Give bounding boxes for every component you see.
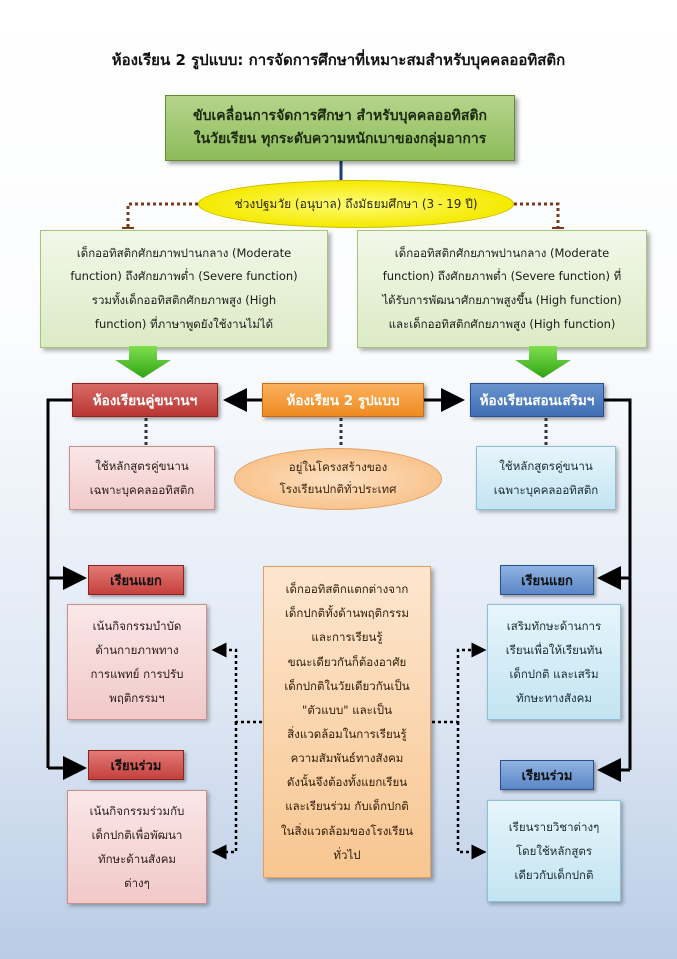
left-inclusive-line: ทักษะด้านสังคม — [97, 852, 176, 866]
left-separate-line: การแพทย์ การปรับ — [90, 667, 184, 681]
right-group-line: function) ถึงศักยภาพต่ำ (Severe function… — [382, 269, 622, 284]
right-separate-line: เสริมทักษะด้านการ — [506, 618, 602, 633]
left-inclusive-line: ต่างๆ — [124, 876, 150, 891]
page-title: ห้องเรียน 2 รูปแบบ: การจัดการศึกษาที่เหม… — [111, 51, 566, 69]
school-structure-line2: โรงเรียนปกติทั่วประเทศ — [279, 482, 397, 496]
center-explanation-line: และเรียนร่วม กับเด็กปกติ — [285, 799, 409, 814]
right-inclusive-tab: เรียนร่วม — [500, 760, 594, 790]
left-inclusive-tab: เรียนร่วม — [88, 750, 184, 780]
header-parallel-class: ห้องเรียนคู่ขนานฯ — [72, 383, 218, 417]
right-curriculum-box: ใช้หลักสูตรคู่ขนาน เฉพาะบุคคลออทิสติก — [476, 446, 616, 510]
left-curriculum-line2: เฉพาะบุคคลออทิสติก — [89, 483, 195, 497]
header-supplementary-class: ห้องเรียนสอนเสริมฯ — [470, 383, 604, 417]
right-separate-line: เรียนเพื่อให้เรียนทัน — [505, 642, 603, 657]
left-group-line: เด็กออทิสติกศักยภาพปานกลาง (Moderate — [76, 245, 292, 260]
left-separate-box: เน้นกิจกรรมบำบัด ด้านกายภาพทาง การแพทย์ … — [67, 604, 207, 720]
school-structure-line1: อยู่ในโครงสร้างของ — [288, 460, 388, 475]
center-explanation-panel: เด็กออทิสติกแตกต่างจาก เด็กปกติทั้งด้านพ… — [263, 566, 431, 878]
right-separate-line: ทักษะทางสังคม — [516, 691, 592, 706]
left-inclusive-line: เด็กปกติเพื่อพัฒนา — [91, 827, 183, 842]
left-group-line: function) ที่ภาษาพูดยังใช้งานไม่ได้ — [94, 316, 274, 331]
right-group-line: เด็กออทิสติกศักยภาพปานกลาง (Moderate — [394, 245, 610, 260]
center-explanation-line: ทั่วไป — [333, 847, 361, 862]
left-separate-line: เน้นกิจกรรมบำบัด — [92, 618, 182, 633]
right-group-line: ได้รับการพัฒนาศักยภาพสูงขึ้น (High funct… — [382, 293, 622, 307]
right-group-line: และเด็กออทิสติกศักยภาพสูง (High function… — [388, 316, 616, 331]
center-explanation-line: เด็กปกติทั้งด้านพฤติกรรม — [285, 606, 409, 621]
left-separate-tab: เรียนแยก — [88, 565, 184, 595]
left-separate-line: พฤติกรรมฯ — [109, 691, 165, 706]
center-explanation-line: ดังนั้นจึงต้องทั้งแยกเรียน — [286, 775, 408, 790]
right-separate-line: เด็กปกติ และเสริม — [509, 667, 599, 681]
right-group-box: เด็กออทิสติกศักยภาพปานกลาง (Moderate fun… — [357, 230, 647, 348]
left-separate-line: ด้านกายภาพทาง — [95, 642, 179, 657]
right-curriculum-line1: ใช้หลักสูตรคู่ขนาน — [499, 458, 593, 473]
left-curriculum-line1: ใช้หลักสูตรคู่ขนาน — [95, 458, 189, 473]
center-explanation-line: "ตัวแบบ" และเป็น — [302, 702, 392, 717]
right-inclusive-line: โดยใช้หลักสูตร — [515, 843, 593, 858]
center-explanation-line: สิ่งแวดล้อมในการเรียนรู้ — [287, 727, 407, 741]
left-down-arrow-icon — [115, 346, 171, 378]
right-separate-tab: เรียนแยก — [500, 565, 594, 595]
top-box-line1: ขับเคลื่อนการจัดการศึกษา สำหรับบุคคลออทิ… — [193, 107, 487, 124]
left-curriculum-box: ใช้หลักสูตรคู่ขนาน เฉพาะบุคคลออทิสติก — [69, 446, 215, 510]
left-inclusive-box: เน้นกิจกรรมร่วมกับ เด็กปกติเพื่อพัฒนา ทั… — [67, 790, 207, 904]
right-curriculum-line2: เฉพาะบุคคลออทิสติก — [493, 483, 599, 497]
top-box-line2: ในวัยเรียน ทุกระดับความหนักเบาของกลุ่มอา… — [193, 131, 487, 147]
center-explanation-line: เด็กออทิสติกแตกต่างจาก — [285, 582, 409, 597]
age-range-ellipse: ช่วงปฐมวัย (อนุบาล) ถึงมัธยมศึกษา (3 - 1… — [198, 180, 514, 228]
right-separate-box: เสริมทักษะด้านการ เรียนเพื่อให้เรียนทัน … — [487, 604, 621, 720]
right-branch — [514, 202, 560, 228]
right-inclusive-box: เรียนรายวิชาต่างๆ โดยใช้หลักสูตร เดียวกั… — [487, 800, 621, 902]
left-branch — [126, 202, 198, 228]
center-explanation-line: ในสิ่งแวดล้อมของโรงเรียน — [280, 823, 414, 838]
school-structure-ellipse: อยู่ในโครงสร้างของ โรงเรียนปกติทั่วประเท… — [234, 448, 442, 510]
left-group-box: เด็กออทิสติกศักยภาพปานกลาง (Moderate fun… — [40, 230, 328, 348]
right-inclusive-line: เดียวกับเด็กปกติ — [514, 868, 594, 883]
left-inclusive-line: เน้นกิจกรรมร่วมกับ — [89, 803, 185, 818]
left-group-line: function) ถึงศักยภาพต่ำ (Severe function… — [70, 269, 298, 284]
top-box: ขับเคลื่อนการจัดการศึกษา สำหรับบุคคลออทิ… — [165, 95, 515, 161]
center-explanation-line: ความสัมพันธ์ทางสังคม — [290, 751, 404, 766]
header-two-models: ห้องเรียน 2 รูปแบบ — [262, 383, 424, 417]
right-inclusive-line: เรียนรายวิชาต่างๆ — [508, 819, 600, 834]
center-explanation-line: และการเรียนรู้ — [311, 630, 383, 645]
right-down-arrow-icon — [515, 346, 571, 378]
center-explanation-line: ขณะเดียวกันก็ต้องอาศัย — [287, 654, 407, 669]
left-group-line: รวมทั้งเด็กออทิสติกศักยภาพสูง (High — [91, 293, 277, 307]
center-explanation-line: เด็กปกติในวัยเดียวกันเป็น — [284, 678, 410, 693]
